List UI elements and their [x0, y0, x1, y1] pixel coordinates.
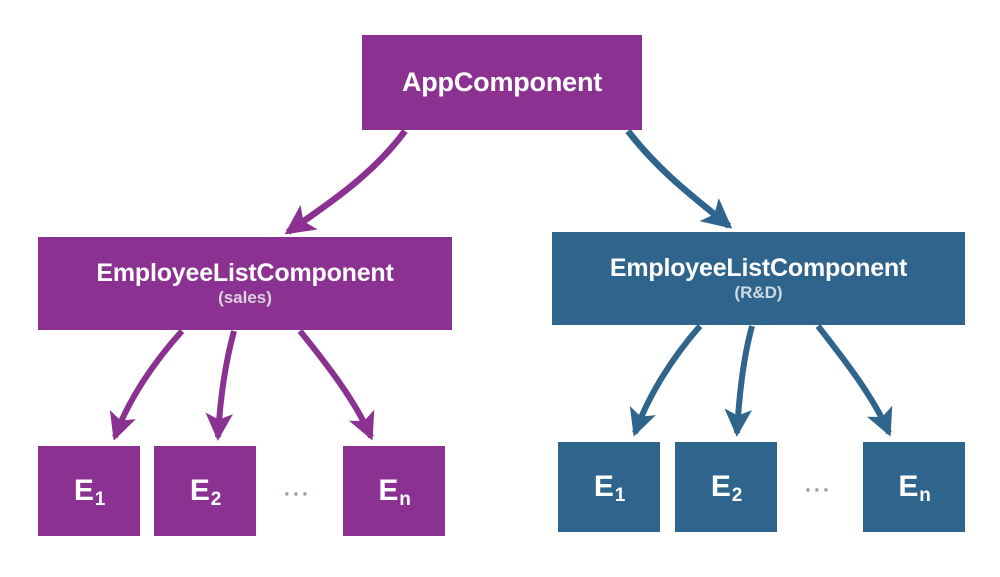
node-employee-list-component-rnd-label: EmployeeListComponent	[609, 253, 908, 282]
leaf-subscript: n	[399, 489, 411, 511]
edge-root-to-sales	[284, 129, 408, 235]
leaf-base: E	[73, 474, 94, 508]
leaf-base: E	[593, 470, 614, 504]
node-employee-list-component-rnd-sublabel: (R&D)	[734, 283, 783, 303]
edge-rnd-to-e2	[724, 325, 755, 437]
leaf-subscript: 1	[94, 489, 106, 511]
edge-sales-to-e1	[109, 328, 185, 441]
leaf-subscript: 1	[614, 485, 626, 507]
node-app-component[interactable]: AppComponent	[362, 35, 642, 130]
leaf-subscript: 2	[731, 485, 743, 507]
edge-sales-to-en	[297, 329, 375, 441]
edge-sales-to-e2	[205, 330, 237, 441]
leaf-base: E	[710, 470, 731, 504]
leaf-base: E	[378, 474, 399, 508]
node-employee-list-component-sales-label: EmployeeListComponent	[96, 258, 394, 287]
node-employee-list-component-rnd[interactable]: EmployeeListComponent (R&D)	[552, 232, 965, 325]
leaf-subscript: n	[919, 485, 931, 507]
ellipsis-sales: ···	[284, 483, 311, 506]
leaf-base: E	[189, 474, 210, 508]
edge-rnd-to-e1	[629, 324, 703, 437]
node-app-component-label: AppComponent	[401, 67, 603, 98]
leaf-subscript: 2	[210, 489, 222, 511]
ellipsis-rnd: ···	[805, 479, 832, 502]
node-employee-list-component-sales-sublabel: (sales)	[218, 288, 272, 308]
leaf-base: E	[898, 470, 919, 504]
node-employee-list-component-sales[interactable]: EmployeeListComponent (sales)	[38, 237, 452, 330]
edge-rnd-to-en	[815, 324, 893, 437]
edge-root-to-rnd	[625, 129, 733, 229]
